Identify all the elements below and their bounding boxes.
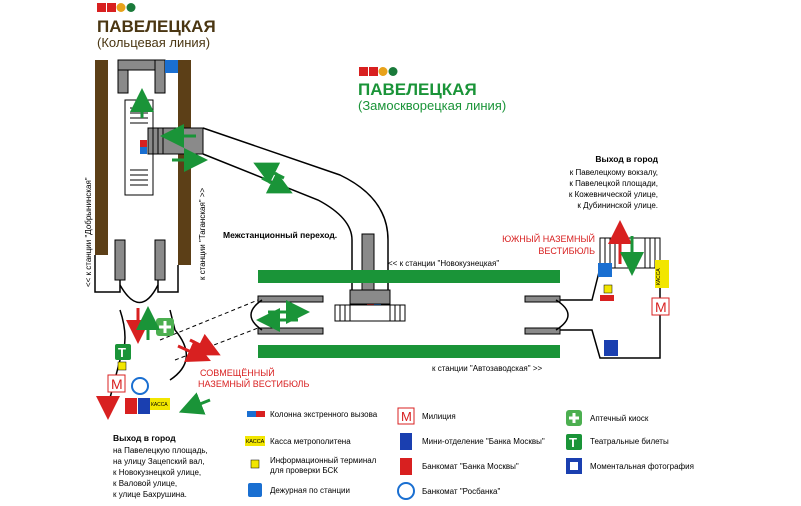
legend-photo: Моментальная фотография xyxy=(566,458,694,474)
station-duty-icon xyxy=(248,483,262,497)
ring-duty-icon xyxy=(165,60,178,73)
emergency-call-column-icon xyxy=(247,411,256,417)
ticket-office-icon xyxy=(245,436,265,446)
svg-text:М: М xyxy=(111,376,123,392)
legend-label: Милиция xyxy=(422,412,456,421)
theatre-icon-map xyxy=(115,344,131,360)
legend-label: Театральные билеты xyxy=(590,437,669,446)
exit-left-title: Выход в город xyxy=(113,433,176,443)
legend-theatre: Т Театральные билеты xyxy=(566,434,669,450)
legend-label: Аптечный киоск xyxy=(590,414,649,423)
combined-vestibule-label-2: НАЗЕМНЫЙ ВЕСТИБЮЛЬ xyxy=(198,378,309,389)
legend-label: Банкомат "Росбанка" xyxy=(422,487,500,496)
svg-text:Информационный терминал: Информационный терминал xyxy=(270,456,377,465)
legend-label: Мини-отделение "Банка Москвы" xyxy=(422,437,545,446)
svg-text:М: М xyxy=(655,299,667,315)
info-terminal-icon xyxy=(250,459,260,469)
legend: Колонна экстренного вызова КАССА Касса м… xyxy=(245,407,694,500)
legend-terminal: Информационный терминал для проверки БСК xyxy=(250,456,377,475)
south-vestibule-label-1: ЮЖНЫЙ НАЗЕМНЫЙ xyxy=(502,233,595,244)
legend-duty: Дежурная по станции xyxy=(248,483,350,497)
theatre-tickets-icon xyxy=(566,434,582,450)
ring-escalators xyxy=(124,99,204,196)
legend-kassa: КАССА Касса метрополитена xyxy=(245,436,351,446)
label-to-avtozavodskaya: к станции "Автозаводская" >> xyxy=(432,364,543,373)
svg-text:М: М xyxy=(401,409,412,424)
legend-bank-office: Мини-отделение "Банка Москвы" xyxy=(400,433,545,450)
police-icon xyxy=(397,407,415,425)
exit-left-line-5: к улице Бахрушина. xyxy=(113,490,187,499)
exit-left-text: Выход в город на Павелецкую площадь, на … xyxy=(113,433,208,499)
legend-pharmacy: Аптечный киоск xyxy=(566,410,649,426)
legend-label: Дежурная по станции xyxy=(270,486,350,495)
label-transfer: Межстанционный переход. xyxy=(223,230,337,240)
legend-rosbank: Банкомат "Росбанка" xyxy=(397,482,500,500)
ring-metro-logos xyxy=(97,3,136,12)
legend-label: Банкомат "Банка Москвы" xyxy=(422,462,519,471)
kassa-vertical-text: КАССА xyxy=(656,268,662,285)
bank-moscow-office-icon xyxy=(400,433,412,450)
exit-right-line-4: к Дубининской улице. xyxy=(577,201,658,210)
svg-text:Т: Т xyxy=(569,435,577,450)
bank-moscow-atm-icon xyxy=(400,458,412,475)
south-police-icon xyxy=(651,297,670,316)
exit-left-line-2: на улицу Зацепский вал, xyxy=(113,457,205,466)
south-vestibule-label-2: ВЕСТИБЮЛЬ xyxy=(538,246,595,256)
legend-emergency: Колонна экстренного вызова xyxy=(247,410,378,419)
exit-right-line-3: к Кожевнической улице, xyxy=(569,190,658,199)
label-to-taganskaya: к станции "Таганская" >> xyxy=(198,187,207,280)
flow-arrows xyxy=(96,88,644,420)
exit-left-line-3: к Новокузнецкой улице, xyxy=(113,468,201,477)
label-to-novokuznetskaya: << к станции "Новокузнецкая" xyxy=(388,259,499,268)
exit-right-line-1: к Павелецкому вокзалу, xyxy=(570,168,658,177)
legend-label: Колонна экстренного вызова xyxy=(270,410,378,419)
legend-bank-atm: Банкомат "Банка Москвы" xyxy=(400,458,519,475)
exit-left-line-1: на Павелецкую площадь, xyxy=(113,446,208,455)
ring-platform xyxy=(94,59,191,304)
combined-vestibule-label-1: СОВМЕЩЁННЫЙ xyxy=(200,367,275,378)
combined-vestibule-block: Т М КАССА xyxy=(107,299,259,414)
transfer-passage xyxy=(202,127,391,311)
kassa-legend-text: КАССА xyxy=(246,439,265,445)
exit-right-line-2: к Павелецкой площади, xyxy=(569,179,658,188)
zamo-platform xyxy=(250,270,569,358)
svg-text:Т: Т xyxy=(118,345,126,360)
ring-line-name: (Кольцевая линия) xyxy=(97,35,210,50)
label-to-dobryninskaya: << к станции "Добрынинская" xyxy=(84,177,93,287)
zamo-metro-logos xyxy=(359,67,398,76)
exit-right-text: Выход в город к Павелецкому вокзалу, к П… xyxy=(569,154,659,210)
kassa-map-text: КАССА xyxy=(151,402,168,408)
legend-label: Касса метрополитена xyxy=(270,437,351,446)
ring-station-name: ПАВЕЛЕЦКАЯ xyxy=(97,17,216,36)
exit-right-title: Выход в город xyxy=(595,154,658,164)
south-vestibule-block: КАССА М xyxy=(560,237,670,359)
legend-police: М Милиция xyxy=(397,407,456,425)
zamo-station-name: ПАВЕЛЕЦКАЯ xyxy=(358,80,477,99)
svg-text:для проверки БСК: для проверки БСК xyxy=(270,466,338,475)
zamo-line-name: (Замоскворецкая линия) xyxy=(358,98,506,113)
legend-label: Моментальная фотография xyxy=(590,462,694,471)
exit-left-line-4: к Валовой улице, xyxy=(113,479,177,488)
rosbank-atm-icon xyxy=(397,482,415,500)
